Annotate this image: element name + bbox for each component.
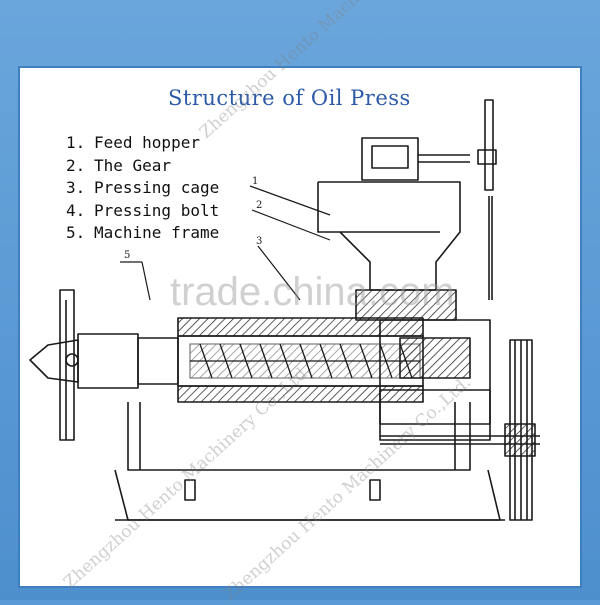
callout-1: 1 — [252, 176, 258, 187]
gearbox — [379, 319, 540, 457]
gear-housing — [355, 289, 457, 321]
legend-item: 2.The Gear — [66, 155, 172, 175]
pressing-cage — [177, 317, 424, 403]
legend-item: 5.Machine frame — [66, 223, 220, 242]
callout-3: 3 — [256, 236, 262, 247]
trade-watermark: trade.china.com — [170, 270, 455, 314]
legend-item: 1.Feed hopper — [66, 133, 200, 152]
vertical-shaft — [477, 99, 497, 300]
discharge-end — [29, 289, 179, 441]
parts-legend: 1.Feed hopper 2.The Gear 3.Pressing cage… — [66, 132, 219, 245]
leader-lines — [120, 185, 331, 301]
machine-frame — [114, 402, 505, 521]
legend-item: 4.Pressing bolt — [66, 200, 220, 220]
callout-5: 5 — [124, 250, 130, 261]
motor-box — [361, 137, 470, 181]
main-pulley — [509, 339, 533, 521]
diagram-title: Structure of Oil Press — [168, 86, 411, 110]
legend-item: 3.Pressing cage — [66, 178, 220, 197]
callout-2: 2 — [256, 200, 262, 211]
